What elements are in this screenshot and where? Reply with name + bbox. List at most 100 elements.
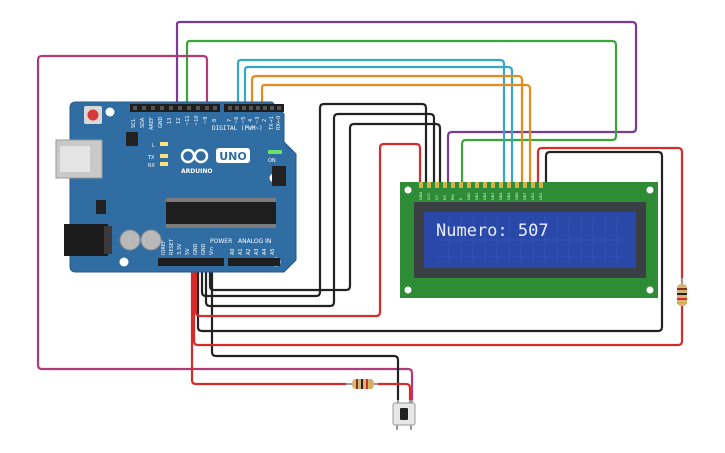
lcd-pin-label: DB0 [467, 192, 471, 200]
pin-label: AREF [149, 117, 155, 130]
lcd-pin-label: DB7 [523, 192, 527, 200]
resistor-2 [677, 278, 687, 306]
voltage-regulator [96, 200, 106, 214]
wires [36, 20, 684, 400]
pin-label: GND [193, 243, 199, 255]
lcd-pin-label: E [459, 197, 463, 200]
pin-label: ~3 [255, 117, 261, 124]
wire-black-2 [204, 112, 436, 308]
wire-magenta [36, 54, 414, 400]
wire-black-1 [200, 102, 428, 298]
lcd-pin-header [419, 182, 543, 188]
pin-label: ~11 [185, 115, 191, 126]
usb-port-inner [60, 146, 90, 172]
mounting-hole [646, 186, 654, 194]
atmega-chip [166, 202, 276, 224]
mounting-hole [404, 186, 412, 194]
led-label-tx: TX [147, 155, 155, 161]
pin-label: ~10 [194, 115, 200, 126]
analog-label: ANALOG IN [238, 238, 271, 245]
pin-label: GND [158, 116, 164, 128]
pin-label: A1 [238, 248, 244, 255]
uno-badge [216, 148, 250, 163]
lcd-pin-label: DB5 [507, 192, 511, 200]
mounting-hole [646, 286, 654, 294]
wire-orange-2 [260, 83, 532, 186]
pin-label: SCL [131, 118, 137, 128]
on-led [268, 150, 282, 154]
led-label-l: L [152, 143, 155, 149]
lcd-pin-label: GND [419, 192, 423, 200]
model-label: UNO [219, 150, 247, 163]
pin-label: A0 [230, 248, 236, 255]
mounting-hole [105, 107, 115, 117]
lcd-pin-label: DB4 [499, 192, 503, 200]
digital-header-right [224, 104, 284, 112]
pin-label: 7 [227, 119, 233, 122]
lcd-pin-label: RW [451, 194, 455, 200]
pin-label: ~6 [234, 117, 240, 124]
pin-label: RESET [169, 238, 175, 255]
wire-red-1 [194, 142, 422, 318]
lcd-pin-labels: GND VCC V0 RS RW E DB0 DB1 DB2 DB3 DB4 D… [419, 192, 543, 200]
mounting-hole [119, 257, 129, 267]
pin-label: ~5 [241, 117, 247, 124]
power-pin-labels: IOREF RESET 3.3V 5V GND GND Vin [161, 238, 215, 255]
lcd-pin-label: RS [443, 195, 447, 200]
wire-cyan-2 [243, 65, 514, 186]
pin-label: A2 [246, 248, 252, 255]
wire-purple [175, 20, 638, 186]
pin-label: GND [201, 243, 207, 255]
pin-label: 5V [185, 248, 191, 255]
reset-button-icon [87, 109, 99, 121]
pin-label: 3.3V [177, 243, 183, 255]
pin-label: A3 [254, 248, 260, 255]
wire-black-4 [196, 150, 664, 333]
wire-orange [250, 74, 524, 186]
pin-label: 13 [167, 118, 173, 124]
resistor-1 [346, 379, 378, 389]
capacitor-icon [119, 229, 141, 251]
lcd-pin-label: DB6 [515, 192, 519, 200]
chip-pins-bottom [166, 224, 276, 228]
power-label: POWER [210, 238, 232, 245]
pin-label: A4 [262, 248, 268, 255]
wire-red-5 [376, 382, 412, 400]
lcd-pin-label: DB1 [475, 192, 479, 200]
wire-red-4 [190, 258, 346, 386]
chip-pins-top [166, 198, 276, 202]
pin-label: 12 [176, 118, 182, 124]
push-button[interactable] [392, 400, 416, 430]
arduino-board: DIGITAL (PWM~) POWER ANALOG IN ON UNO AR… [55, 101, 297, 273]
pin-label: ~9 [203, 117, 209, 124]
power-header [158, 258, 224, 266]
mounting-hole [404, 286, 412, 294]
power-jack-icon [64, 224, 108, 256]
lcd-pin-label: LED [531, 193, 535, 200]
lcd-display-text: Numero: 507 [436, 221, 549, 241]
analog-header [228, 258, 280, 266]
wire-black-5 [210, 258, 400, 400]
wire-green [185, 39, 618, 186]
top-right-pin-labels: 7 ~6 ~5 4 ~3 2 TX→1 RX←0 [227, 116, 282, 131]
lcd-pin-label: LED [539, 193, 543, 200]
power-jack-edge [104, 226, 112, 254]
pin-label: 8 [212, 119, 218, 122]
icsp-header-right [272, 166, 286, 186]
status-leds [160, 142, 168, 166]
top-left-pin-labels: SCL SDA AREF GND 13 12 ~11 ~10 ~9 8 [131, 115, 218, 130]
on-label: ON [268, 158, 276, 164]
analog-pin-labels: A0 A1 A2 A3 A4 A5 [230, 248, 276, 255]
brand-label: ARDUINO [181, 168, 212, 175]
push-button-icon [400, 408, 408, 420]
wire-red-2 [192, 258, 684, 347]
pin-label: A5 [270, 248, 276, 255]
pin-label: RX←0 [276, 116, 282, 130]
pin-label: SDA [140, 117, 146, 128]
led-label-rx: RX [148, 163, 155, 169]
lcd-pin-label: DB2 [483, 192, 487, 200]
lcd-pin-label: VCC [427, 192, 431, 200]
wire-cyan [236, 58, 506, 186]
capacitor-icon [140, 229, 162, 251]
